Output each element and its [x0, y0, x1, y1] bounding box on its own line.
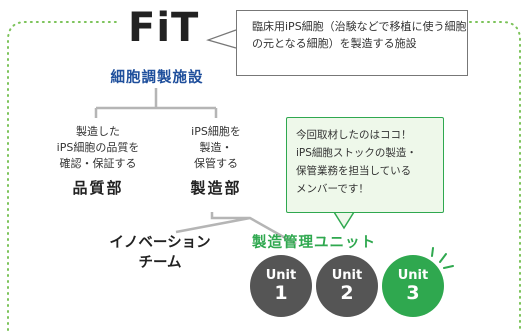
callout-box	[236, 10, 468, 76]
dotted-frame	[7, 21, 521, 331]
callout-text: 臨床用iPS細胞（治験などで移植に使う細胞の元となる細胞）を製造する施設	[252, 20, 467, 50]
quality-dept-name: 品質部	[72, 179, 124, 197]
innovation-team: イノベーション チーム	[109, 235, 211, 271]
facility-title: 細胞調製施設	[110, 70, 204, 86]
manufacturing-dept-name: 製造部	[190, 179, 242, 197]
unit-1-badge: Unit 1	[250, 255, 312, 317]
note-pointer	[333, 211, 355, 230]
manufacturing-dept-desc: iPS細胞を 製造・ 保管する	[191, 125, 241, 170]
unit-1-number: 1	[274, 282, 288, 304]
unit-3-badge: Unit 3	[382, 255, 444, 317]
quality-dept-desc: 製造した iPS細胞の品質を 確認・保証する	[56, 125, 140, 170]
unit-2-number: 2	[340, 282, 354, 304]
callout-pointer	[206, 29, 237, 49]
sparkle-icon	[431, 247, 454, 269]
unit-3-label: Unit	[397, 268, 429, 283]
mgmt-unit-title: 製造管理ユニット	[252, 235, 376, 251]
unit-1-label: Unit	[265, 268, 297, 283]
unit-3-number: 3	[406, 282, 420, 304]
unit-2-badge: Unit 2	[316, 255, 378, 317]
unit-2-label: Unit	[331, 268, 363, 283]
branch-connector	[175, 212, 297, 246]
highlight-note-text: 今回取材したのはココ！ iPS細胞ストックの製造・ 保管業務を担当している メン…	[296, 129, 417, 195]
tree-connector	[94, 88, 218, 118]
logo-text: FiT	[128, 5, 200, 51]
highlight-note-box	[286, 117, 444, 213]
fit-logo: FiT	[128, 5, 200, 51]
